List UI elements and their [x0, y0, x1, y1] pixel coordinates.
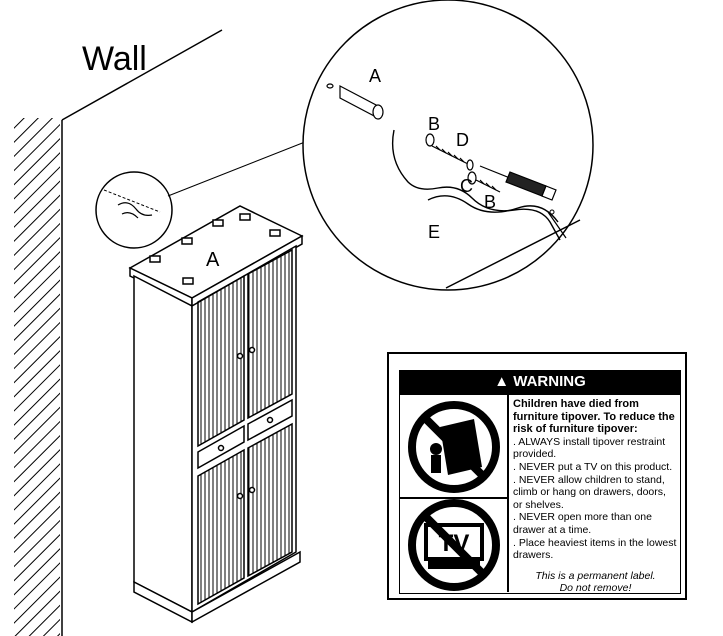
warning-item: . NEVER allow children to stand, climb o… — [513, 473, 666, 511]
knob — [217, 444, 225, 452]
warning-header: ▲ WARNING — [399, 370, 681, 394]
lower-right-door — [247, 422, 293, 578]
washer-bottom-label: B — [484, 192, 496, 212]
no-tv-icon: TV — [408, 499, 500, 591]
wall-label: Wall — [82, 40, 147, 78]
knob — [266, 416, 274, 424]
warning-label: ▲ WARNING TV Children have died from fur… — [387, 352, 687, 600]
warning-title: WARNING — [513, 373, 586, 390]
warning-item: . ALWAYS install tipover restraint provi… — [513, 435, 666, 461]
warning-item: . NEVER put a TV on this product. — [513, 460, 673, 473]
upper-left-door — [197, 274, 245, 448]
short-screw — [475, 179, 501, 193]
leader-line — [167, 139, 311, 197]
warning-item: . Place heaviest items in the lowest dra… — [513, 536, 677, 562]
screwdriver-icon — [479, 165, 557, 201]
cabinet — [128, 205, 304, 624]
warning-text: Children have died from furniture tipove… — [513, 398, 678, 595]
strap-label: E — [428, 222, 440, 242]
screw-short-label: C — [460, 176, 473, 196]
washer — [425, 133, 435, 147]
knob — [248, 486, 256, 494]
top-brackets — [149, 213, 281, 285]
wall-hatching — [14, 118, 60, 636]
wall — [14, 29, 223, 636]
warning-triangle-icon: ▲ — [494, 373, 510, 390]
knob — [236, 352, 244, 360]
no-tipover-icon — [408, 401, 500, 493]
knob — [236, 492, 244, 500]
lower-left-door — [197, 448, 245, 606]
divider — [400, 497, 507, 499]
long-screw — [431, 145, 474, 171]
wall-anchor — [326, 83, 384, 120]
cabinet-side — [133, 274, 193, 614]
small-detail-circle — [95, 171, 173, 249]
warning-footer-line2: Do not remove! — [559, 582, 632, 595]
warning-footer-line1: This is a permanent label. — [535, 569, 656, 582]
washer — [467, 171, 477, 185]
warning-list: . ALWAYS install tipover restraint provi… — [513, 436, 678, 562]
divider — [507, 395, 509, 592]
anchor-label: A — [369, 66, 381, 86]
cabinet-top-label: A — [206, 249, 220, 271]
warning-footer: This is a permanent label. Do not remove… — [513, 570, 678, 595]
upper-right-door — [247, 248, 293, 420]
knob — [248, 346, 256, 354]
warning-headline: Children have died from furniture tipove… — [513, 398, 675, 436]
washer-top-label: B — [428, 114, 440, 134]
large-detail-circle — [302, 0, 594, 291]
screw-long-label: D — [456, 130, 469, 150]
strap — [391, 129, 561, 241]
warning-item: . NEVER open more than one drawer at a t… — [513, 511, 652, 536]
warning-body: TV Children have died from furniture tip… — [399, 394, 681, 594]
